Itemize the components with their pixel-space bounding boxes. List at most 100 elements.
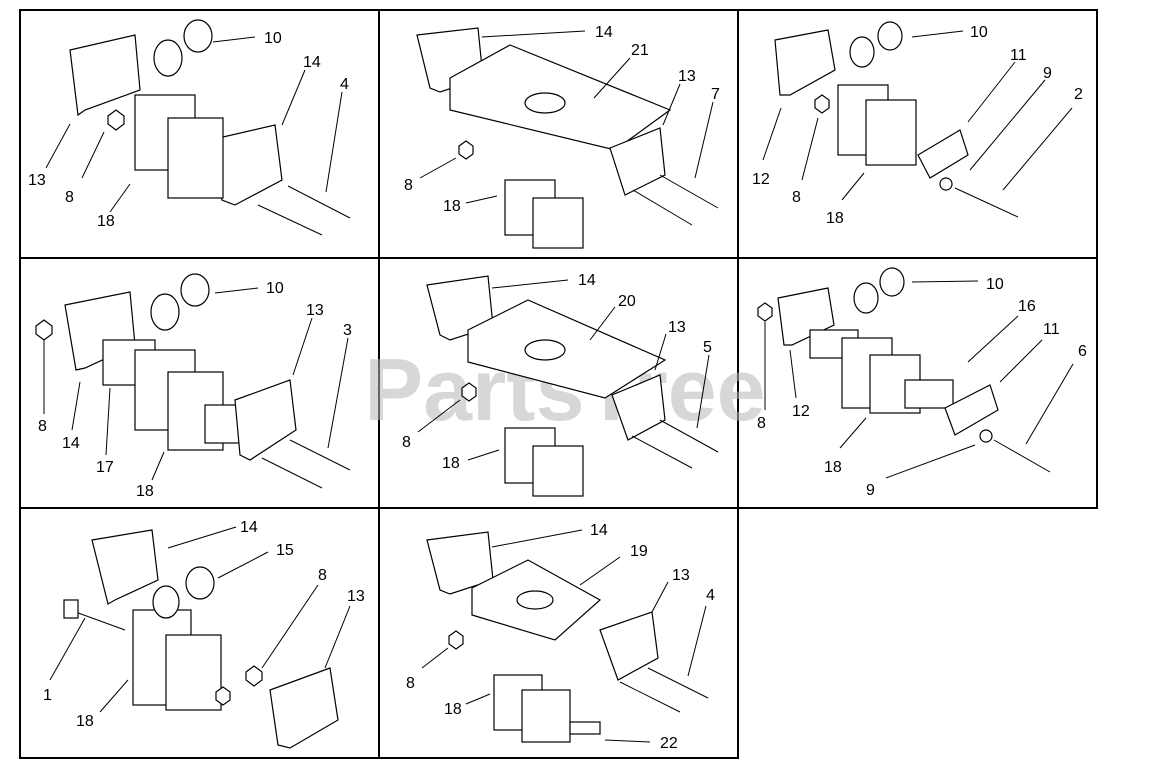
- leader-line: [789, 349, 797, 399]
- leader-line: [694, 101, 714, 179]
- callout-label: 17: [96, 459, 114, 476]
- bolt-drawing: [289, 439, 351, 471]
- bracket-drawing: [865, 99, 917, 166]
- spacer-drawing: [150, 293, 180, 331]
- panel-frame: [737, 257, 1098, 509]
- leader-line: [1002, 107, 1073, 191]
- leader-line: [911, 30, 964, 38]
- callout-label: 13: [306, 302, 324, 319]
- leader-line: [99, 679, 129, 713]
- callout-label: 18: [443, 198, 461, 215]
- panel-1: 10 14 4 13 8 18: [28, 19, 351, 236]
- leader-line: [261, 584, 319, 669]
- panel-4: 10 13 3 8 14 17 18: [35, 273, 352, 500]
- leader-line: [762, 107, 782, 161]
- callout-label: 14: [578, 272, 596, 289]
- nut-drawing: [35, 319, 53, 341]
- panel-3: 10 11 9 2 12 8 18: [752, 21, 1083, 227]
- bolt-drawing: [257, 204, 323, 236]
- callout-label: 7: [711, 86, 720, 103]
- callout-label: 2: [1074, 86, 1083, 103]
- callout-label: 10: [970, 24, 988, 41]
- bolt-drawing: [631, 435, 693, 469]
- callout-label: 8: [402, 434, 411, 451]
- leader-line: [911, 280, 979, 283]
- skid-shoe-drawing: [774, 29, 836, 96]
- callout-label: 14: [590, 522, 608, 539]
- leader-line: [465, 693, 491, 705]
- callout-label: 8: [65, 189, 74, 206]
- nut-drawing: [757, 302, 773, 322]
- adjuster-drawing: [917, 129, 969, 179]
- bolt-drawing: [69, 609, 126, 631]
- callout-label: 22: [660, 735, 678, 752]
- callout-label: 18: [76, 713, 94, 730]
- skid-shoe-drawing: [69, 34, 141, 117]
- washer-drawing: [939, 177, 953, 191]
- bolt-drawing: [647, 667, 709, 699]
- panel-6: 10 16 11 6 8 12 18 9: [757, 267, 1087, 499]
- bolt-drawing: [659, 174, 719, 209]
- callout-label: 6: [1078, 343, 1087, 360]
- leader-line: [292, 317, 313, 376]
- nut-drawing: [107, 109, 125, 131]
- panel-frame: [378, 507, 739, 759]
- leader-line: [593, 57, 631, 99]
- leader-line: [841, 172, 865, 201]
- spacer-drawing: [152, 585, 180, 619]
- callout-label: 5: [703, 339, 712, 356]
- callout-label: 18: [824, 459, 842, 476]
- leader-line: [801, 117, 819, 181]
- callout-label: 8: [404, 177, 413, 194]
- spacer-drawing: [853, 282, 879, 314]
- leader-line: [212, 36, 256, 43]
- nut-drawing: [814, 94, 830, 114]
- callout-label: 14: [240, 519, 258, 536]
- skid-shoe-drawing: [91, 529, 159, 605]
- panel-7: 14 15 8 13 1 18: [43, 519, 365, 749]
- panel-2: 14 21 13 7 8 18: [404, 24, 720, 249]
- leader-line: [491, 279, 569, 289]
- callout-label: 9: [1043, 65, 1052, 82]
- leader-line: [467, 449, 500, 461]
- leader-line: [604, 739, 651, 743]
- housing-hole-drawing: [524, 339, 566, 361]
- callout-label: 13: [672, 567, 690, 584]
- callout-label: 4: [340, 76, 349, 93]
- leader-line: [45, 123, 71, 169]
- leader-line: [71, 381, 81, 431]
- pin-drawing: [569, 721, 601, 735]
- skid-shoe-drawing: [234, 379, 297, 461]
- panel-frames: [19, 9, 1098, 759]
- callout-label: 4: [706, 587, 715, 604]
- leader-line: [465, 195, 498, 204]
- leader-line: [421, 647, 449, 669]
- callout-label: 15: [276, 542, 294, 559]
- skid-shoe-drawing: [599, 611, 659, 681]
- callout-label: 9: [866, 482, 875, 499]
- leader-line: [654, 333, 667, 371]
- callout-label: 14: [595, 24, 613, 41]
- panel-8: 14 19 13 4 8 18 22: [406, 522, 715, 752]
- leader-line: [839, 417, 867, 449]
- callout-label: 14: [303, 54, 321, 71]
- nut-drawing: [458, 140, 474, 160]
- leader-line: [109, 183, 131, 213]
- leader-line: [327, 337, 349, 449]
- spacer-drawing: [185, 566, 215, 600]
- skid-shoe-drawing: [269, 667, 339, 749]
- callout-label: 18: [442, 455, 460, 472]
- housing-hole-drawing: [524, 92, 566, 114]
- spacer-drawing: [879, 267, 905, 297]
- spacer-drawing: [849, 36, 875, 68]
- skid-shoe-drawing: [609, 127, 666, 196]
- callout-label: 14: [62, 435, 80, 452]
- bolt-head-drawing: [63, 599, 79, 619]
- callout-label: 8: [757, 415, 766, 432]
- callout-label: 10: [986, 276, 1004, 293]
- leader-line: [1025, 363, 1074, 445]
- housing-drawing: [467, 299, 667, 399]
- bolt-drawing: [993, 439, 1051, 473]
- callout-label: 13: [28, 172, 46, 189]
- callout-label: 18: [444, 701, 462, 718]
